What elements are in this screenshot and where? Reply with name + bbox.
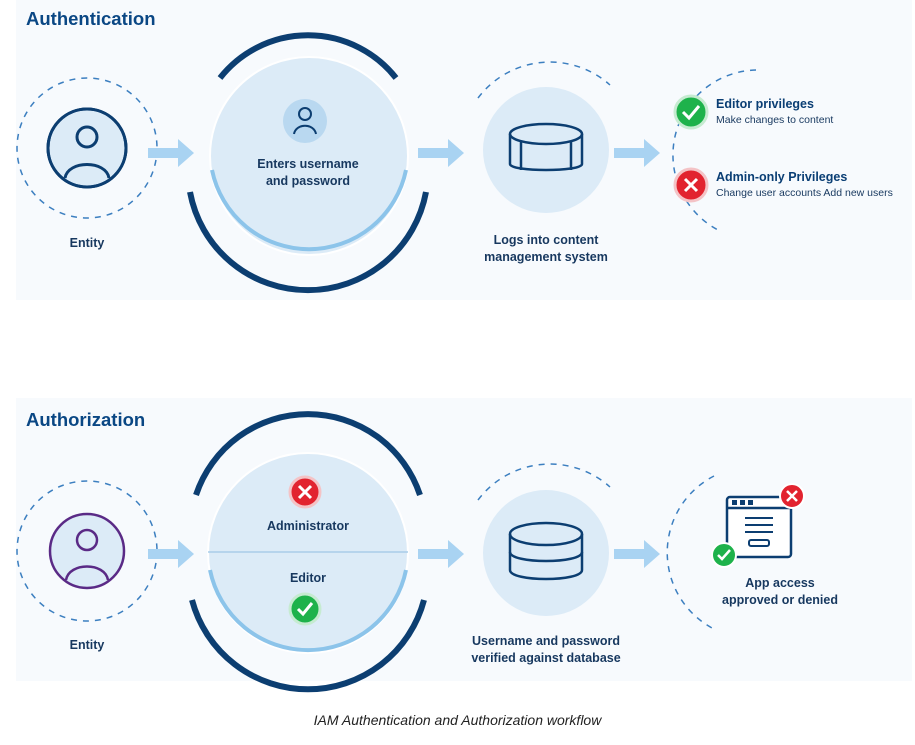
cms-node (477, 61, 611, 213)
authentication-title: Authentication (26, 8, 156, 29)
entity-label: Entity (69, 236, 105, 250)
cross-icon (779, 483, 805, 509)
check-icon (711, 542, 737, 568)
arrow-right-icon (148, 540, 194, 568)
cross-icon (673, 167, 709, 203)
arrow-right-icon (418, 540, 464, 568)
content-system-icon (508, 122, 584, 172)
entity-label: Entity (69, 638, 105, 652)
user-icon (64, 528, 110, 581)
entity-node (16, 77, 158, 219)
editor-privileges-title: Editor privileges (716, 97, 814, 111)
cross-icon (288, 475, 322, 509)
database-icon (508, 521, 584, 581)
user-icon (293, 107, 317, 135)
arrow-right-icon (614, 139, 660, 167)
figure-caption: IAM Authentication and Authorization wor… (313, 712, 602, 728)
user-icon (46, 107, 128, 189)
role-editor: Editor (289, 571, 327, 585)
editor-privileges-desc: Make changes to content (716, 114, 834, 126)
database-node (477, 463, 611, 616)
arrow-right-icon (614, 540, 660, 568)
app-window-icon (725, 495, 793, 559)
entity-node (16, 480, 158, 622)
roles-node (189, 411, 427, 693)
login-node (187, 32, 429, 294)
check-icon (288, 592, 322, 626)
arrow-right-icon (418, 139, 464, 167)
role-administrator: Administrator (267, 519, 349, 533)
check-icon (673, 94, 709, 130)
result-arc (666, 475, 715, 629)
admin-privileges-title: Admin-only Privileges (716, 170, 848, 184)
privileges-arc (672, 69, 757, 233)
admin-privileges-desc: Change user accounts Add new users (716, 187, 893, 199)
authorization-title: Authorization (26, 409, 146, 430)
